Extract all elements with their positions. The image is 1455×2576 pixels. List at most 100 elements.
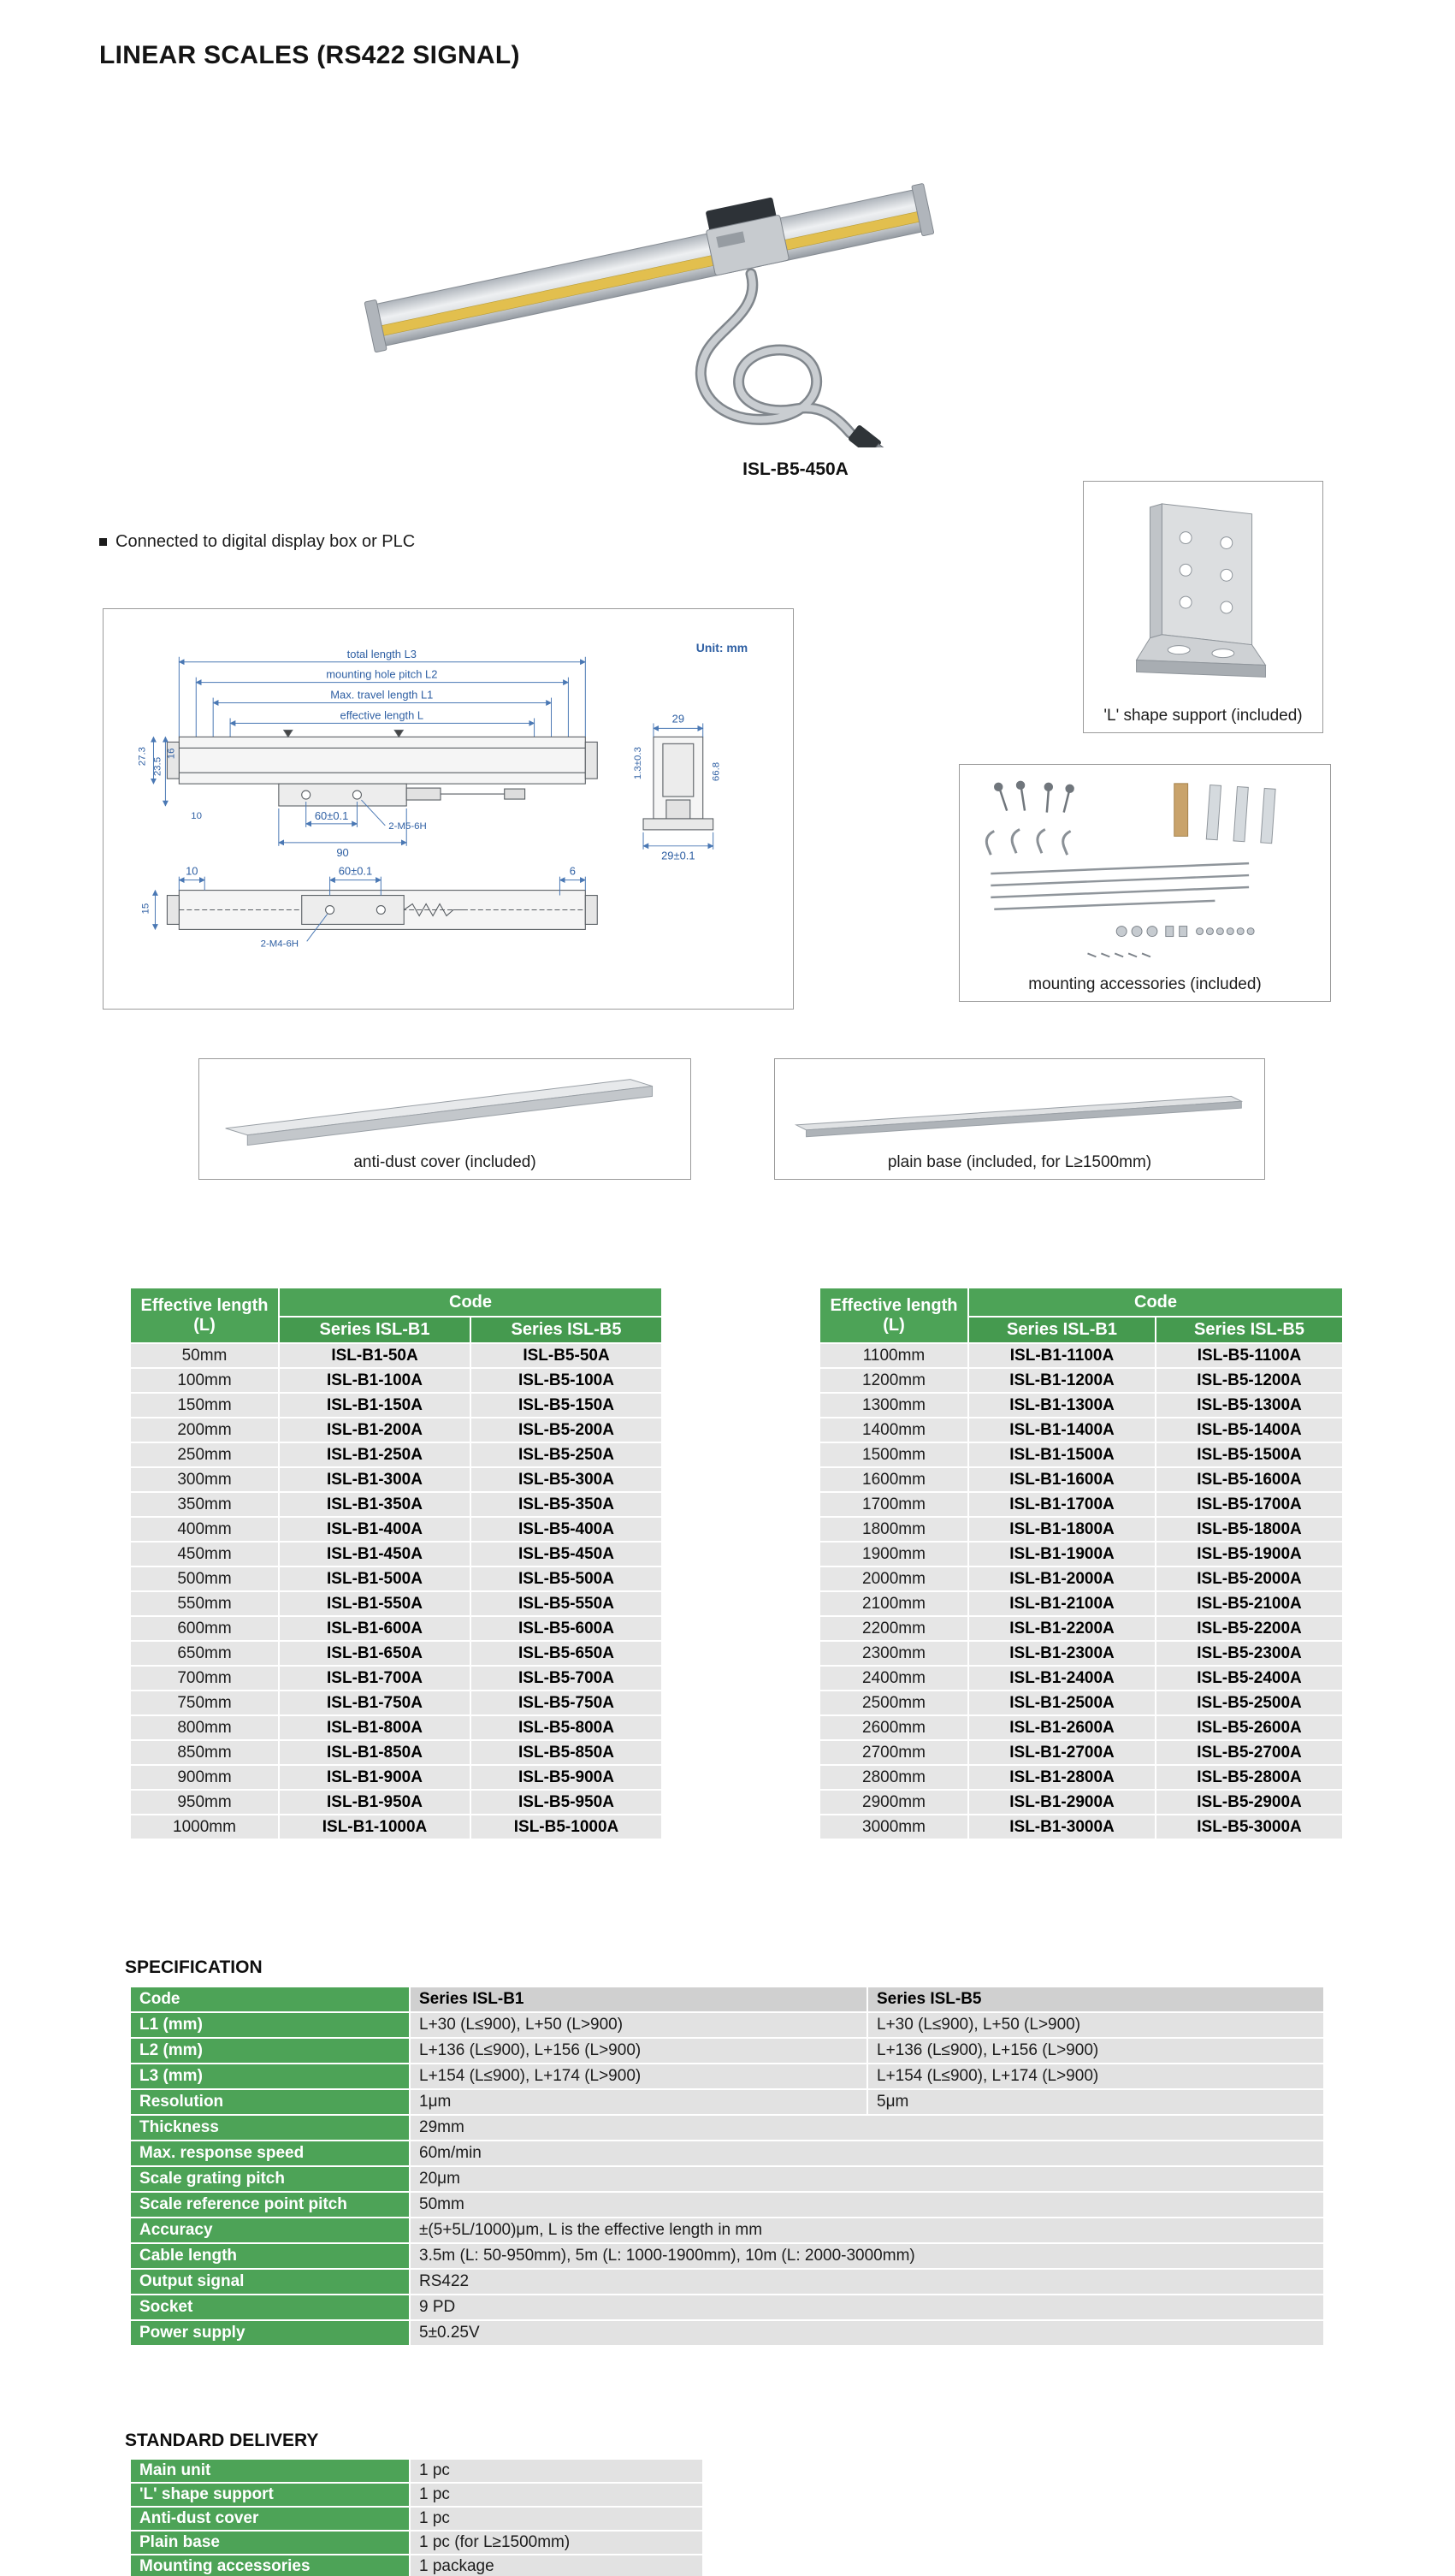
table-cell: ISL-B5-250A: [470, 1442, 663, 1468]
table-cell: ISL-B5-2800A: [1155, 1764, 1344, 1791]
mounting-accessories-illustration: [985, 780, 1276, 958]
dim-label-effective-length: effective length L: [340, 708, 424, 721]
length-dimensions: total length L3 mounting hole pitch L2 M…: [178, 648, 587, 737]
table-cell: 3.5m (L: 50-950mm), 5m (L: 1000-1900mm),…: [409, 2242, 1325, 2270]
table-cell: ISL-B5-1300A: [1155, 1392, 1344, 1418]
table-cell: ISL-B1-200A: [278, 1417, 471, 1443]
table-cell: 300mm: [129, 1466, 280, 1493]
table-cell: Output signal: [129, 2268, 411, 2295]
table-cell: ISL-B5-900A: [470, 1764, 663, 1791]
table-cell: 1μm: [409, 2088, 868, 2116]
table-cell: 29mm: [409, 2114, 1325, 2141]
figure-caption-mounting: mounting accessories (included): [1028, 975, 1262, 993]
col-header-effective-length: Effective length (L): [129, 1287, 280, 1344]
table-cell: ISL-B5-400A: [470, 1516, 663, 1543]
table-cell: Series ISL-B1: [409, 1986, 868, 2013]
table-cell: L+154 (L≤900), L+174 (L>900): [866, 2063, 1325, 2090]
dim-label-travel-length: Max. travel length L1: [330, 689, 433, 702]
table-cell: ISL-B5-1400A: [1155, 1417, 1344, 1443]
table-cell: 9 PD: [409, 2294, 1325, 2321]
table-cell: Resolution: [129, 2088, 411, 2116]
table-cell: ISL-B1-900A: [278, 1764, 471, 1791]
table-cell: 1800mm: [819, 1516, 969, 1543]
table-cell: ISL-B5-50A: [470, 1342, 663, 1369]
table-cell: 150mm: [129, 1392, 280, 1418]
table-cell: 1100mm: [819, 1342, 969, 1369]
table-cell: ISL-B5-700A: [470, 1665, 663, 1691]
l-shape-support-figure: 'L' shape support (included): [1083, 481, 1323, 733]
table-cell: 1200mm: [819, 1367, 969, 1394]
linear-scale-illustration: [364, 183, 935, 447]
table-cell: ISL-B1-250A: [278, 1442, 471, 1468]
rods: [991, 862, 1250, 911]
l-bracket-illustration: [1135, 503, 1267, 678]
table-cell: ISL-B5-1900A: [1155, 1541, 1344, 1567]
feature-bullet-text: Connected to digital display box or PLC: [115, 532, 416, 551]
table-cell: ISL-B1-350A: [278, 1491, 471, 1518]
table-cell: ISL-B1-2400A: [967, 1665, 1156, 1691]
table-cell: ISL-B1-1500A: [967, 1442, 1156, 1468]
table-cell: 1700mm: [819, 1491, 969, 1518]
table-cell: ISL-B5-1500A: [1155, 1442, 1344, 1468]
col-header-series-b5: Series ISL-B5: [1155, 1316, 1344, 1344]
table-cell: ISL-B5-750A: [470, 1690, 663, 1716]
table-cell: ISL-B1-750A: [278, 1690, 471, 1716]
table-cell: ISL-B5-2500A: [1155, 1690, 1344, 1716]
table-cell: ISL-B5-2100A: [1155, 1590, 1344, 1617]
dim-27-3: 27.3: [138, 747, 148, 766]
table-cell: ISL-B5-1200A: [1155, 1367, 1344, 1394]
dim-10-bottom: 10: [186, 865, 198, 878]
dim-60-bottom: 60±0.1: [339, 865, 372, 878]
table-cell: Cable length: [129, 2242, 411, 2270]
table-cell: 2100mm: [819, 1590, 969, 1617]
table-cell: L2 (mm): [129, 2037, 411, 2064]
table-cell: ISL-B1-600A: [278, 1615, 471, 1642]
table-cell: ISL-B1-2100A: [967, 1590, 1156, 1617]
cross-section-view: [642, 736, 714, 831]
table-cell: ISL-B1-850A: [278, 1739, 471, 1766]
dim-15: 15: [141, 903, 151, 915]
table-row: L1 (mm)L+30 (L≤900), L+50 (L>900)L+30 (L…: [129, 2011, 1325, 2039]
table-cell: ISL-B1-950A: [278, 1789, 471, 1815]
table-cell: ISL-B5-850A: [470, 1739, 663, 1766]
table-cell: 650mm: [129, 1640, 280, 1667]
dim-10-left: 10: [191, 811, 202, 821]
table-cell: Scale reference point pitch: [129, 2191, 411, 2218]
table-cell: Mounting accessories: [129, 2554, 411, 2576]
table-cell: ISL-B5-1000A: [470, 1814, 663, 1840]
table-row: L2 (mm)L+136 (L≤900), L+156 (L>900)L+136…: [129, 2037, 1325, 2064]
table-cell: ISL-B1-550A: [278, 1590, 471, 1617]
dim-6: 6: [570, 865, 576, 878]
table-cell: 1 pc: [409, 2458, 704, 2484]
table-cell: RS422: [409, 2268, 1325, 2295]
col-header-code: Code: [278, 1287, 663, 1318]
table-cell: 2300mm: [819, 1640, 969, 1667]
table-cell: ±(5+5L/1000)μm, L is the effective lengt…: [409, 2217, 1325, 2244]
cable-connector: [849, 425, 889, 447]
table-cell: 550mm: [129, 1590, 280, 1617]
table-cell: 1 package: [409, 2554, 704, 2576]
table-cell: Socket: [129, 2294, 411, 2321]
table-cell: 400mm: [129, 1516, 280, 1543]
table-cell: ISL-B1-500A: [278, 1566, 471, 1592]
table-cell: ISL-B1-2900A: [967, 1789, 1156, 1815]
dim-label-mounting-pitch: mounting hole pitch L2: [326, 668, 437, 681]
anti-dust-cover-figure: anti-dust cover (included): [198, 1058, 691, 1180]
table-cell: ISL-B5-600A: [470, 1615, 663, 1642]
